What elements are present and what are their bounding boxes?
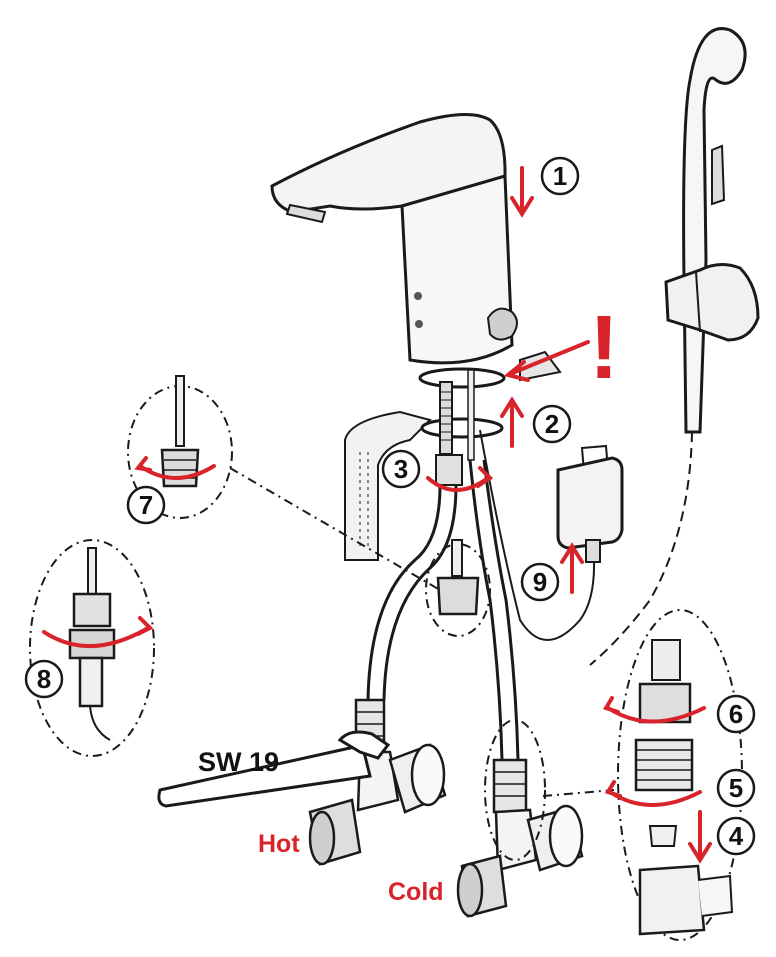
rotate-step-8 bbox=[42, 616, 154, 649]
step-2-marker: 2 bbox=[532, 404, 572, 444]
arrow-step-9 bbox=[560, 542, 584, 594]
step-markers: 1 2 3 4 5 6 7 8 bbox=[24, 156, 756, 856]
step-9-marker: 9 bbox=[520, 562, 560, 602]
svg-text:9: 9 bbox=[533, 567, 547, 597]
detail-4-6-fittings bbox=[634, 639, 734, 936]
svg-text:7: 7 bbox=[139, 490, 153, 520]
faucet bbox=[270, 112, 518, 486]
control-box bbox=[556, 444, 624, 563]
svg-text:2: 2 bbox=[545, 409, 559, 439]
detail-8-hose-nut bbox=[68, 547, 116, 741]
callout-cold-valve bbox=[484, 719, 546, 861]
wrench-sw19 bbox=[157, 730, 391, 808]
svg-text:1: 1 bbox=[553, 161, 567, 191]
arrow-step-1 bbox=[510, 166, 534, 218]
svg-text:3: 3 bbox=[394, 454, 408, 484]
faucet-column bbox=[400, 174, 514, 365]
callout-3-nut bbox=[425, 543, 491, 637]
detail-3-nut bbox=[436, 539, 480, 616]
arrow-step-2 bbox=[500, 396, 524, 448]
svg-text:6: 6 bbox=[729, 699, 743, 729]
step-1-marker: 1 bbox=[540, 156, 580, 196]
arrow-step-4 bbox=[688, 810, 712, 864]
rotate-step-5 bbox=[605, 780, 702, 807]
rotate-step-7 bbox=[134, 456, 216, 480]
callout-8 bbox=[29, 539, 155, 757]
detail-7-hose-nut bbox=[160, 375, 200, 488]
step-7-marker: 7 bbox=[126, 485, 166, 525]
step-5-marker: 5 bbox=[716, 768, 756, 808]
rotate-step-6 bbox=[603, 696, 706, 724]
hot-label: Hot bbox=[258, 830, 300, 858]
svg-text:5: 5 bbox=[729, 773, 743, 803]
wrench-size-label: SW 19 bbox=[198, 747, 279, 777]
svg-text:4: 4 bbox=[729, 821, 744, 851]
warning-symbol: ! bbox=[589, 298, 619, 398]
red-arrows bbox=[42, 166, 712, 864]
step-3-marker: 3 bbox=[381, 449, 421, 489]
step-4-marker: 4 bbox=[716, 816, 756, 856]
arrow-warning bbox=[503, 340, 590, 382]
cold-angle-valve bbox=[456, 758, 584, 918]
sensor-knob bbox=[486, 307, 518, 341]
cold-label: Cold bbox=[388, 878, 444, 906]
rotate-step-3 bbox=[426, 466, 494, 492]
step-6-marker: 6 bbox=[716, 694, 756, 734]
hot-angle-valve bbox=[308, 698, 447, 866]
svg-text:8: 8 bbox=[37, 664, 51, 694]
step-8-marker: 8 bbox=[24, 659, 64, 699]
supply-hoses bbox=[366, 429, 596, 761]
hand-shower bbox=[589, 27, 760, 666]
